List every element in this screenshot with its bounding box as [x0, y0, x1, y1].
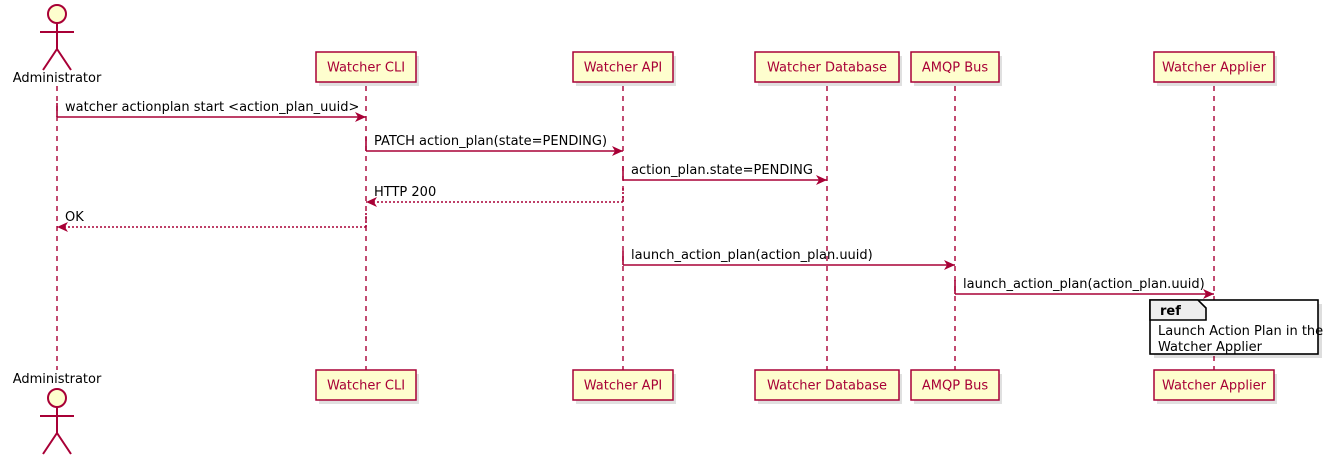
actor-head-icon: [47, 4, 67, 24]
participant-label-bottom-watcher-database: Watcher Database: [767, 379, 887, 394]
message-arrowhead-2: [612, 146, 623, 156]
message-label-1: watcher actionplan start <action_plan_uu…: [65, 100, 359, 115]
actor-leg-right: [56, 48, 72, 71]
message-2: PATCH action_plan(state=PENDING): [365, 134, 623, 156]
participants-top-layer: Administrator Watcher CLI Watcher API Watch…: [13, 4, 1277, 86]
actor-label-administrator: Administrator: [13, 372, 102, 387]
ref-tab-label: ref: [1160, 304, 1181, 319]
participant-box-top-watcher-cli[interactable]: [315, 51, 417, 83]
message-4: HTTP 200: [366, 185, 624, 207]
message-label-7: launch_action_plan(action_plan.uuid): [963, 277, 1205, 292]
message-label-2: PATCH action_plan(state=PENDING): [374, 134, 607, 149]
participant-label-top-watcher-database: Watcher Database: [767, 61, 887, 76]
participant-label-bottom-watcher-cli: Watcher CLI: [327, 379, 405, 394]
participant-box-top-watcher-api[interactable]: [572, 51, 674, 83]
participant-box-bottom-watcher-database[interactable]: [754, 369, 900, 401]
actor-label-administrator: Administrator: [13, 71, 102, 86]
message-arrowhead-4: [366, 197, 377, 207]
participant-box-bottom-watcher-applier[interactable]: [1153, 369, 1275, 401]
message-3: action_plan.state=PENDING: [622, 163, 827, 185]
actor-leg-left: [42, 432, 58, 455]
participant-label-bottom-watcher-api: Watcher API: [584, 379, 663, 394]
message-label-3: action_plan.state=PENDING: [631, 163, 813, 178]
participant-box-top-watcher-database[interactable]: [754, 51, 900, 83]
message-arrowhead-5: [57, 222, 68, 232]
participant-label-bottom-amqp-bus: AMQP Bus: [922, 379, 988, 394]
actor-leg-right: [56, 432, 72, 455]
participant-box-bottom-amqp-bus[interactable]: [910, 369, 1000, 401]
actor-administrator: [40, 4, 74, 71]
message-arrowhead-3: [816, 175, 827, 185]
message-label-4: HTTP 200: [374, 185, 436, 200]
participant-label-top-amqp-bus: AMQP Bus: [922, 61, 988, 76]
participant-box-bottom-watcher-api[interactable]: [572, 369, 674, 401]
message-arrowhead-6: [944, 260, 955, 270]
participant-label-bottom-watcher-applier: Watcher Applier: [1162, 379, 1267, 394]
messages-layer: watcher actionplan start <action_plan_uu…: [56, 100, 1214, 299]
message-arrowhead-1: [355, 112, 366, 122]
actor-administrator: [40, 388, 74, 455]
participants-bottom-layer: Administrator Watcher CLI Watcher API Watch…: [13, 369, 1277, 455]
participant-label-top-watcher-cli: Watcher CLI: [327, 61, 405, 76]
ref-text-line-2: Watcher Applier: [1158, 340, 1263, 355]
participant-box-bottom-watcher-cli[interactable]: [315, 369, 417, 401]
lifelines-layer: [56, 86, 1215, 370]
message-6: launch_action_plan(action_plan.uuid): [622, 248, 955, 270]
message-label-5: OK: [65, 210, 84, 225]
actor-leg-left: [42, 48, 58, 71]
message-1: watcher actionplan start <action_plan_uu…: [56, 100, 366, 122]
actor-head-icon: [47, 388, 67, 408]
message-5: OK: [57, 210, 367, 232]
message-label-6: launch_action_plan(action_plan.uuid): [631, 248, 873, 263]
participant-box-top-amqp-bus[interactable]: [910, 51, 1000, 83]
participant-box-top-watcher-applier[interactable]: [1153, 51, 1275, 83]
message-arrowhead-7: [1203, 289, 1214, 299]
participant-label-top-watcher-applier: Watcher Applier: [1162, 61, 1267, 76]
ref-tab: [1149, 299, 1207, 321]
ref-text-line-1: Launch Action Plan in the: [1158, 324, 1323, 339]
participant-label-top-watcher-api: Watcher API: [584, 61, 663, 76]
message-7: launch_action_plan(action_plan.uuid): [954, 277, 1214, 299]
